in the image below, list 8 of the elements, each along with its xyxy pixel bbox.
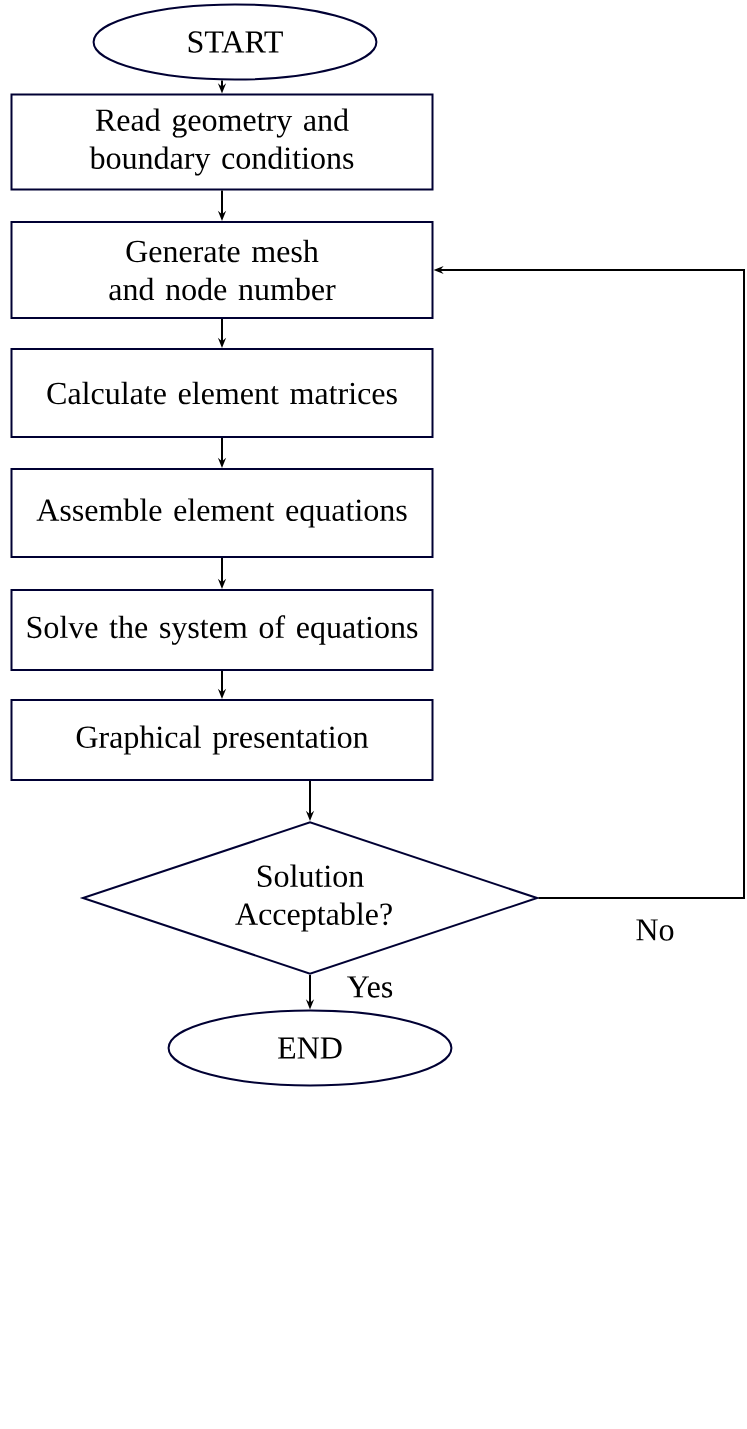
- edge-label: No: [634, 918, 676, 942]
- edge-label: Yes: [345, 975, 395, 999]
- process-box: Assemble element equations: [10, 468, 434, 558]
- process-box: Graphical presentation: [10, 699, 434, 781]
- process-box: Generate mesh and node number: [10, 221, 434, 319]
- process-box: Solve the system of equations: [10, 589, 434, 671]
- process-box: Read geometry and boundary conditions: [10, 93, 434, 191]
- process-box: Calculate element matrices: [10, 348, 434, 438]
